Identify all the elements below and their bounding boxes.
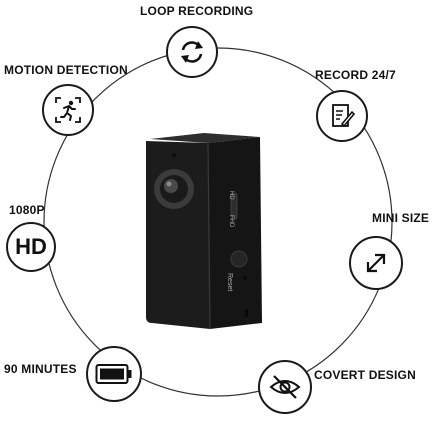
hd-badge-text: HD xyxy=(15,234,47,259)
record-247-label: RECORD 24/7 xyxy=(315,68,396,82)
covert-design-label: COVERT DESIGN xyxy=(314,368,416,382)
camera-side-label-fhd: FHD xyxy=(228,215,234,228)
eye-slash-icon xyxy=(258,360,312,414)
mini-size-label: MINI SIZE xyxy=(372,211,430,225)
document-pen-icon xyxy=(316,90,368,142)
running-person-icon xyxy=(42,84,94,136)
diagonal-arrow-icon xyxy=(349,236,403,290)
camera-side-label-hd: HD xyxy=(228,191,234,200)
resolution-label: 1080P xyxy=(9,203,45,217)
motion-detection-label: MOTION DETECTION xyxy=(4,63,128,77)
loop-recording-label: LOOP RECORDING xyxy=(140,4,254,18)
mini-camera: HD FHD Reset xyxy=(146,133,262,330)
hd-icon: HD xyxy=(6,222,56,272)
battery-label: 90 MINUTES xyxy=(4,362,77,376)
battery-icon xyxy=(86,346,142,402)
camera-reset-label: Reset xyxy=(226,273,233,291)
loop-arrows-icon xyxy=(166,26,218,78)
